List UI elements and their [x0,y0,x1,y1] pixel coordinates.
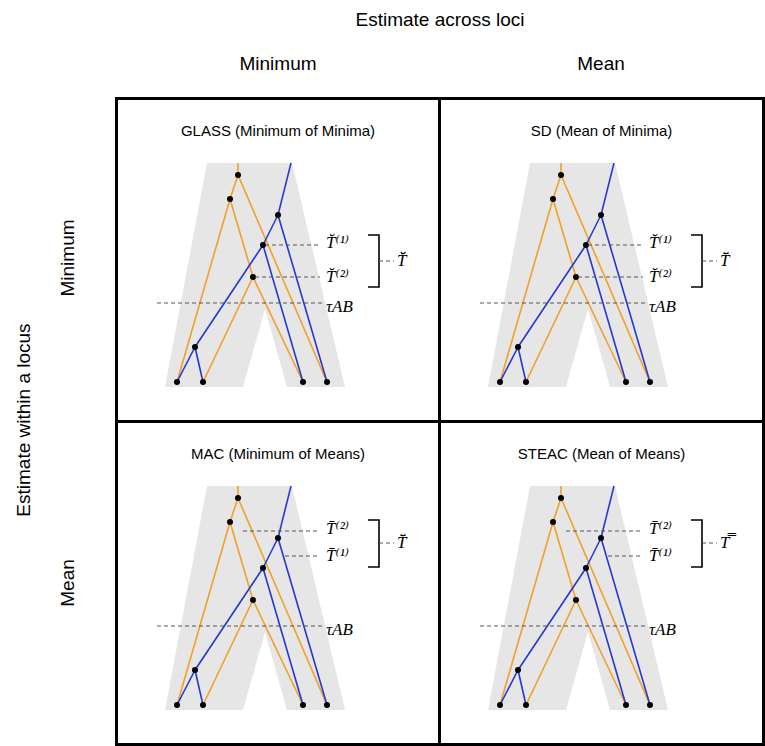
method-panel: MAC (Minimum of Means) [115,420,441,746]
panel-title: SD (Mean of Minima) [441,122,762,139]
locus-estimate: T̆⁽²⁾ [326,267,349,287]
speciation-time: τAB [326,620,353,640]
panel-title: MAC (Minimum of Means) [118,445,438,462]
combined-estimate: T̄̆ [397,533,406,553]
speciation-time: τAB [326,297,353,317]
combined-estimate: T̆̄ [720,251,729,271]
row-header: Estimate within a locus [13,323,36,516]
speciation-time: τAB [649,297,676,317]
column-label: Minimum [239,53,316,76]
locus-estimate: T̄⁽²⁾ [649,519,672,539]
panel-title: STEAC (Mean of Means) [441,445,762,462]
method-panel: STEAC (Mean of Means) [438,420,765,746]
locus-estimate: T̄⁽¹⁾ [649,546,672,566]
locus-estimate: T̆⁽¹⁾ [326,233,349,253]
row-label: Mean [57,559,80,607]
panel-title: GLASS (Minimum of Minima) [118,122,438,139]
combined-estimate: T̆̆ [397,251,406,271]
locus-estimate: T̄⁽²⁾ [326,519,349,539]
method-panel: SD (Mean of Minima) [438,97,765,423]
speciation-time: τAB [649,620,676,640]
locus-estimate: T̆⁽²⁾ [649,267,672,287]
locus-estimate: T̆⁽¹⁾ [649,233,672,253]
column-header: Estimate across loci [356,9,525,32]
column-label: Mean [577,53,625,76]
row-label: Minimum [57,219,80,296]
method-panel: GLASS (Minimum of Minima) [115,97,441,423]
combined-estimate: T̿ [720,533,729,553]
locus-estimate: T̄⁽¹⁾ [326,546,349,566]
